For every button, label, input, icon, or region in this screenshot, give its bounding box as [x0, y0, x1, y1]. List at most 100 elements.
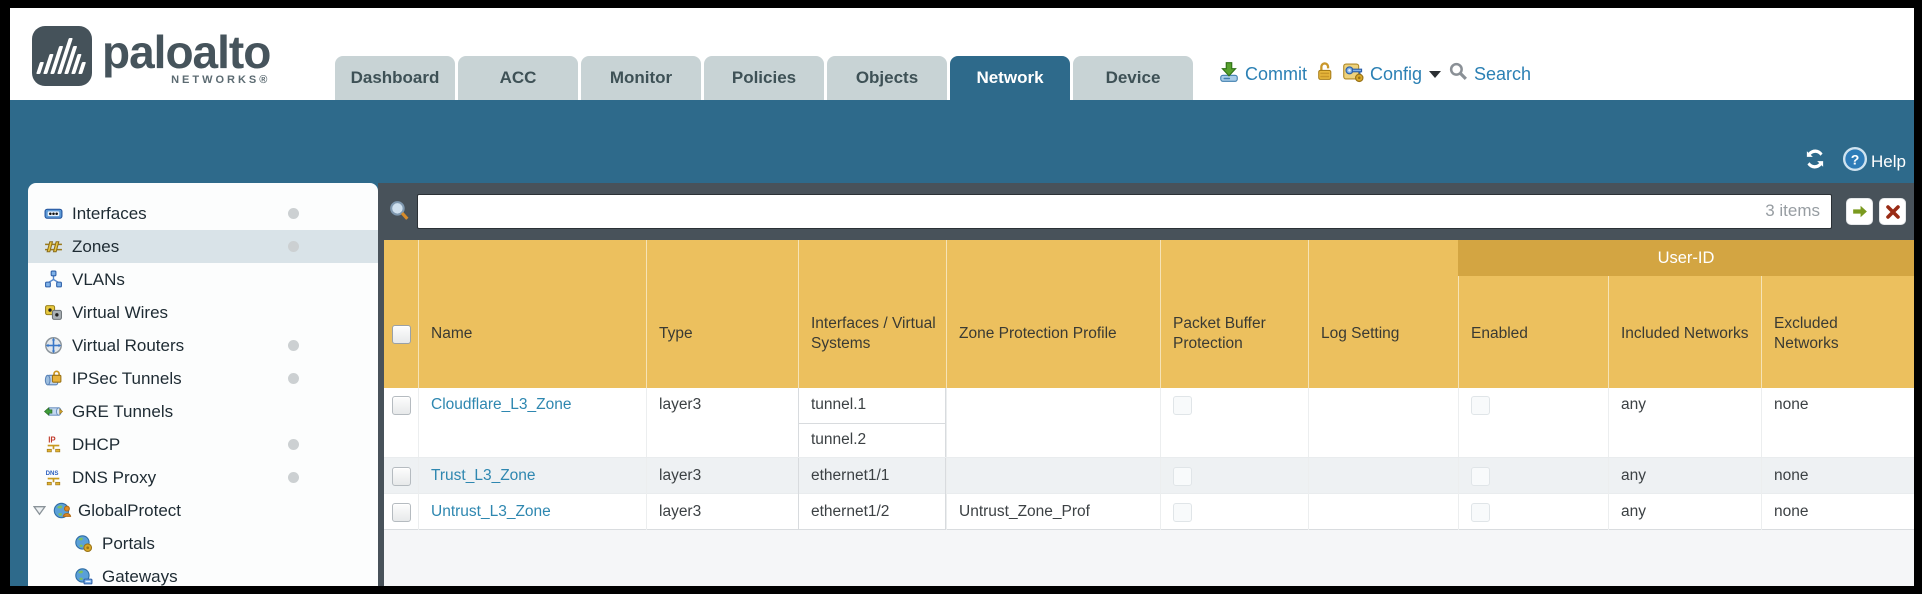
interface-item: tunnel.2 — [799, 422, 945, 458]
zone-name-link[interactable]: Trust_L3_Zone — [431, 467, 536, 484]
column-header-packet-buffer-protection[interactable]: Packet Buffer Protection — [1160, 240, 1308, 388]
column-header-interfaces[interactable]: Interfaces / Virtual Systems — [798, 240, 946, 388]
lock-button[interactable] — [1314, 61, 1335, 87]
table-row: Cloudflare_L3_Zone layer3 tunnel.1 tunne… — [384, 388, 1914, 458]
tab-dashboard[interactable]: Dashboard — [335, 56, 455, 100]
column-header-enabled[interactable]: Enabled — [1458, 240, 1608, 388]
svg-text:IP: IP — [48, 435, 55, 444]
column-header-name[interactable]: Name — [418, 240, 646, 388]
sidebar-item-label: Virtual Wires — [72, 302, 169, 322]
sidebar-item-dns-proxy[interactable]: DNS DNS Proxy — [28, 461, 378, 494]
cell-zone-protection-profile — [946, 458, 1160, 494]
cell-included-networks: any — [1608, 458, 1761, 494]
enabled-checkbox[interactable] — [1471, 396, 1490, 415]
cell-interfaces: ethernet1/2 — [798, 494, 946, 530]
dhcp-icon: IP — [44, 435, 63, 454]
tab-objects[interactable]: Objects — [827, 56, 947, 100]
sidebar-item-virtual-wires[interactable]: Virtual Wires — [28, 296, 378, 329]
sidebar-item-dhcp[interactable]: IP DHCP — [28, 428, 378, 461]
sidebar-item-label: GlobalProtect — [78, 500, 181, 520]
zones-main-panel: 3 items Name Type Interfaces / Virtual S… — [378, 183, 1914, 586]
column-header-excluded-networks[interactable]: Excluded Networks — [1761, 240, 1914, 388]
cell-enabled — [1458, 458, 1608, 494]
expand-caret-icon[interactable] — [33, 505, 47, 516]
packet-buffer-checkbox[interactable] — [1173, 466, 1192, 486]
help-button[interactable]: ? Help — [1842, 146, 1906, 177]
tab-monitor[interactable]: Monitor — [581, 56, 701, 100]
sidebar-item-label: Interfaces — [72, 203, 147, 223]
portals-icon — [74, 534, 93, 553]
zone-name-link[interactable]: Cloudflare_L3_Zone — [431, 396, 572, 413]
sidebar-item-gre-tunnels[interactable]: GRE Tunnels — [28, 395, 378, 428]
sidebar-item-virtual-routers[interactable]: Virtual Routers — [28, 329, 378, 362]
column-header-zone-protection-profile[interactable]: Zone Protection Profile — [946, 240, 1160, 388]
sidebar-item-vlans[interactable]: VLANs — [28, 263, 378, 296]
row-checkbox[interactable] — [391, 396, 411, 415]
config-button[interactable]: Config — [1342, 60, 1442, 88]
left-gutter — [10, 183, 28, 586]
sidebar-item-label: IPSec Tunnels — [72, 368, 182, 388]
brand-wordmark: paloalto — [102, 26, 271, 78]
interface-item: ethernet1/1 — [811, 466, 890, 484]
column-header-included-networks[interactable]: Included Networks — [1608, 240, 1761, 388]
tab-device[interactable]: Device — [1073, 56, 1193, 100]
cell-log-setting — [1308, 458, 1458, 494]
svg-text:?: ? — [1851, 151, 1860, 167]
lock-icon — [1314, 61, 1335, 87]
tab-acc[interactable]: ACC — [458, 56, 578, 100]
zones-icon — [44, 237, 63, 256]
sidebar-item-label: GRE Tunnels — [72, 401, 174, 421]
table-row: Trust_L3_Zone layer3 ethernet1/1 any non… — [384, 458, 1914, 494]
clear-filter-button[interactable] — [1879, 198, 1906, 225]
sidebar-item-label: Virtual Routers — [72, 335, 185, 355]
select-all-checkbox[interactable] — [391, 324, 411, 344]
cell-type: layer3 — [646, 494, 798, 530]
commit-button[interactable]: Commit — [1218, 61, 1307, 88]
enabled-checkbox[interactable] — [1471, 466, 1490, 486]
column-header-log-setting[interactable]: Log Setting — [1308, 240, 1458, 388]
table-footer-space — [384, 530, 1914, 586]
refresh-button[interactable] — [1802, 146, 1828, 177]
row-checkbox[interactable] — [391, 466, 411, 486]
sidebar-item-gateways[interactable]: Gateways — [28, 560, 378, 586]
sidebar-item-interfaces[interactable]: Interfaces — [28, 197, 378, 230]
top-header: paloalto NETWORKS® Dashboard ACC Monitor… — [10, 8, 1914, 100]
cell-zone-protection-profile: Untrust_Zone_Prof — [946, 494, 1160, 530]
packet-buffer-checkbox[interactable] — [1173, 502, 1192, 522]
filter-input[interactable] — [417, 194, 1832, 229]
packet-buffer-checkbox[interactable] — [1173, 396, 1192, 415]
cell-type: layer3 — [646, 458, 798, 494]
cell-excluded-networks: none — [1761, 494, 1914, 530]
table-header: Name Type Interfaces / Virtual Systems Z… — [384, 240, 1914, 388]
search-icon — [1448, 61, 1469, 87]
paloalto-logo-icon — [32, 26, 92, 86]
ipsec-tunnels-icon — [44, 369, 63, 388]
sidebar-item-label: DNS Proxy — [72, 467, 157, 487]
search-label: Search — [1474, 63, 1532, 84]
cell-excluded-networks: none — [1761, 458, 1914, 494]
cell-excluded-networks: none — [1761, 388, 1914, 457]
commit-icon — [1218, 61, 1240, 88]
tab-policies[interactable]: Policies — [704, 56, 824, 100]
sidebar-item-ipsec-tunnels[interactable]: IPSec Tunnels — [28, 362, 378, 395]
tab-network[interactable]: Network — [950, 56, 1070, 100]
cell-zone-protection-profile — [946, 388, 1160, 457]
cell-enabled — [1458, 494, 1608, 530]
brand-subtitle: NETWORKS® — [171, 74, 271, 86]
gateways-icon — [74, 567, 93, 586]
gre-tunnels-icon — [44, 402, 63, 421]
global-search-button[interactable]: Search — [1448, 61, 1531, 87]
cell-type: layer3 — [646, 388, 798, 457]
row-checkbox[interactable] — [391, 502, 411, 522]
column-header-type[interactable]: Type — [646, 240, 798, 388]
sidebar-item-globalprotect[interactable]: GlobalProtect — [28, 494, 378, 527]
sidebar-item-portals[interactable]: Portals — [28, 527, 378, 560]
sidebar-item-zones[interactable]: Zones — [28, 230, 378, 263]
interfaces-icon — [44, 204, 63, 223]
zone-name-link[interactable]: Untrust_L3_Zone — [431, 503, 551, 520]
virtual-routers-icon — [44, 336, 63, 355]
apply-filter-button[interactable] — [1846, 198, 1873, 225]
enabled-checkbox[interactable] — [1471, 502, 1490, 522]
items-count: 3 items — [1765, 201, 1820, 220]
header-actions: Commit — [1218, 60, 1531, 88]
